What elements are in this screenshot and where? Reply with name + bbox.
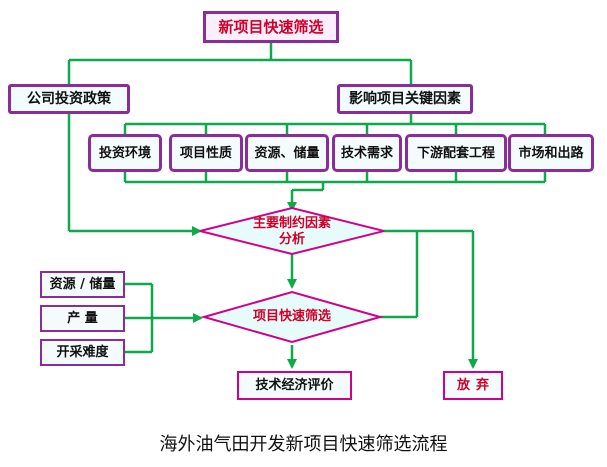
analysis-label-line1: 主要制约因素 — [252, 216, 331, 231]
factor-project-nature-box: 项目性质 — [169, 134, 243, 172]
factor-downstream-facilities-box: 下游配套工程 — [405, 134, 507, 172]
figure-caption: 海外油气田开发新项目快速筛选流程 — [159, 434, 448, 455]
input-production-box: 产 量 — [40, 305, 125, 332]
factor-market-outlet-box: 市场和出路 — [508, 134, 594, 172]
new-project-screening-box: 新项目快速筛选 — [203, 11, 339, 43]
factor-investment-environment-box: 投资环境 — [88, 134, 162, 172]
analysis-label-line2: 分析 — [278, 232, 305, 247]
factor-resources-reserves-box: 资源、储量 — [245, 134, 329, 172]
screening-diamond — [200, 290, 384, 344]
give-up-box: 放弃 — [443, 371, 503, 400]
key-factors-box: 影响项目关键因素 — [337, 84, 473, 114]
factor-technical-needs-box: 技术需求 — [332, 134, 402, 172]
input-extraction-difficulty-box: 开采难度 — [40, 339, 125, 366]
input-resources-reserves-box: 资源 / 储量 — [40, 271, 125, 298]
analysis-diamond — [199, 206, 385, 256]
company-investment-policy-box: 公司投资政策 — [8, 84, 130, 114]
analysis-diamond-label: 主要制约因素 分析 — [232, 216, 352, 248]
techno-economic-evaluation-box: 技术经济评价 — [237, 371, 352, 400]
screening-diamond-label: 项目快速筛选 — [252, 309, 331, 324]
